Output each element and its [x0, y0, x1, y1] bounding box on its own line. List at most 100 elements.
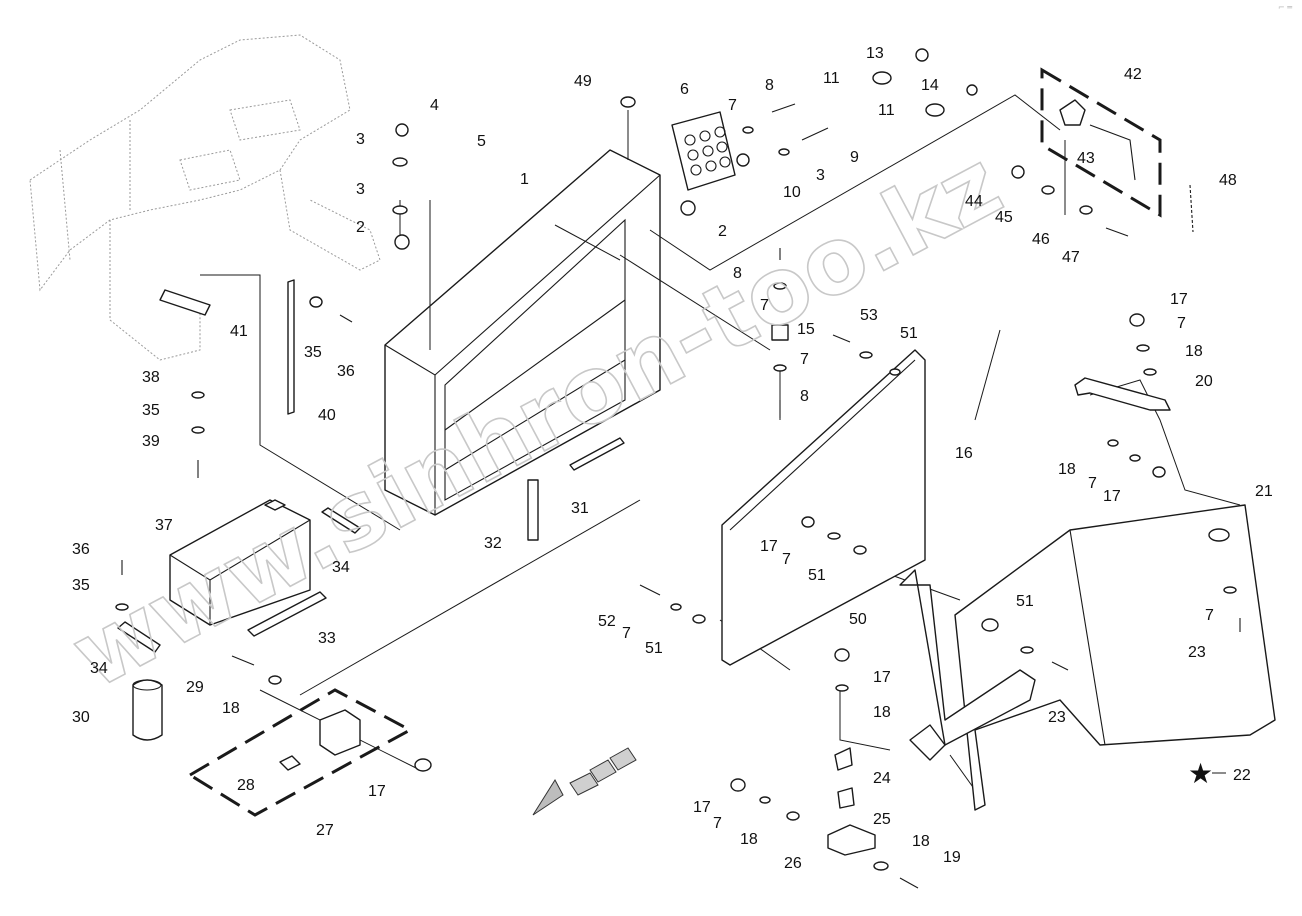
callout-10: 10: [783, 184, 801, 201]
callout-3: 3: [356, 181, 365, 198]
callout-7: 7: [1088, 475, 1097, 492]
callout-51: 51: [900, 325, 918, 342]
callout-18: 18: [740, 831, 758, 848]
bracket-arm: [159, 289, 211, 316]
callout-labels: 1 2 2 3 3 3 4 5 6 7 7 7 7 7 7 7 7 7 8 8 …: [72, 45, 1273, 872]
callout-31: 31: [571, 500, 589, 517]
callout-8: 8: [800, 388, 809, 405]
callout-16: 16: [955, 445, 973, 462]
callout-14: 14: [921, 77, 939, 94]
fastener-nuts: [115, 48, 1241, 889]
callout-51: 51: [1016, 593, 1034, 610]
callout-30: 30: [72, 709, 90, 726]
note-star-icon: ★: [1188, 757, 1213, 790]
callout-21: 21: [1255, 483, 1273, 500]
callout-18: 18: [912, 833, 930, 850]
callout-51: 51: [808, 567, 826, 584]
callout-23: 23: [1048, 709, 1066, 726]
callout-8: 8: [733, 265, 742, 282]
callout-47: 47: [1062, 249, 1080, 266]
callout-9: 9: [850, 149, 859, 166]
callout-17: 17: [368, 783, 386, 800]
tractor-frame-outline: [29, 34, 381, 361]
direction-arrow: [532, 747, 637, 816]
callout-53: 53: [860, 307, 878, 324]
callout-7: 7: [1177, 315, 1186, 332]
callout-3: 3: [356, 131, 365, 148]
strap-bar: [287, 279, 295, 415]
callout-13: 13: [866, 45, 884, 62]
callout-29: 29: [186, 679, 204, 696]
option-kit-boxes: [187, 67, 1162, 817]
callout-34: 34: [90, 660, 108, 677]
callout-4: 4: [430, 97, 439, 114]
callout-41: 41: [230, 323, 248, 340]
callout-32: 32: [484, 535, 502, 552]
callout-35: 35: [72, 577, 90, 594]
corner-mark: ⌐ ═: [1278, 3, 1292, 12]
hook-rod: [1189, 184, 1194, 233]
battery-clamps: [117, 507, 361, 653]
fender: [954, 504, 1276, 811]
callout-26: 26: [784, 855, 802, 872]
mounting-plate: [1074, 377, 1171, 411]
callout-39: 39: [142, 433, 160, 450]
callout-15: 15: [797, 321, 815, 338]
callout-18: 18: [222, 700, 240, 717]
callout-18: 18: [1058, 461, 1076, 478]
callout-7: 7: [800, 351, 809, 368]
callout-36: 36: [72, 541, 90, 558]
callout-7: 7: [760, 297, 769, 314]
callout-43: 43: [1077, 150, 1095, 167]
callout-36: 36: [337, 363, 355, 380]
callout-49: 49: [574, 73, 592, 90]
battery-box: [384, 149, 661, 516]
callout-17: 17: [760, 538, 778, 555]
callout-17: 17: [1170, 291, 1188, 308]
callout-17: 17: [1103, 488, 1121, 505]
callout-24: 24: [873, 770, 891, 787]
callout-23: 23: [1188, 644, 1206, 661]
callout-50: 50: [849, 611, 867, 628]
callout-18: 18: [1185, 343, 1203, 360]
callout-2: 2: [356, 219, 365, 236]
callout-48: 48: [1219, 172, 1237, 189]
callout-5: 5: [477, 133, 486, 150]
callout-35: 35: [304, 344, 322, 361]
flat-bars: [527, 437, 625, 541]
callout-20: 20: [1195, 373, 1213, 390]
battery: [169, 499, 311, 626]
callout-51: 51: [645, 640, 663, 657]
callout-33: 33: [318, 630, 336, 647]
callout-46: 46: [1032, 231, 1050, 248]
callout-11: 11: [878, 102, 895, 119]
callout-38: 38: [142, 369, 160, 386]
callout-8: 8: [765, 77, 774, 94]
callout-6: 6: [680, 81, 689, 98]
cap-cylinder: [132, 679, 163, 741]
callout-22: 22: [1233, 767, 1251, 784]
callout-52: 52: [598, 613, 616, 630]
leader-lines: [200, 94, 1241, 791]
callout-7: 7: [1205, 607, 1214, 624]
callout-7: 7: [622, 625, 631, 642]
fender-bracket: [899, 569, 1036, 761]
callout-42: 42: [1124, 66, 1142, 83]
callout-17: 17: [693, 799, 711, 816]
callout-37: 37: [155, 517, 173, 534]
callout-11: 11: [823, 70, 840, 87]
side-panel: [721, 349, 926, 666]
callout-27: 27: [316, 822, 334, 839]
callout-35: 35: [142, 402, 160, 419]
callout-2: 2: [718, 223, 727, 240]
callout-25: 25: [873, 811, 891, 828]
mount-bracket: [827, 747, 876, 856]
callout-18: 18: [873, 704, 891, 721]
callout-19: 19: [943, 849, 961, 866]
callout-44: 44: [965, 193, 983, 210]
callout-28: 28: [237, 777, 255, 794]
callout-40: 40: [318, 407, 336, 424]
callout-7: 7: [782, 551, 791, 568]
callout-7: 7: [713, 815, 722, 832]
